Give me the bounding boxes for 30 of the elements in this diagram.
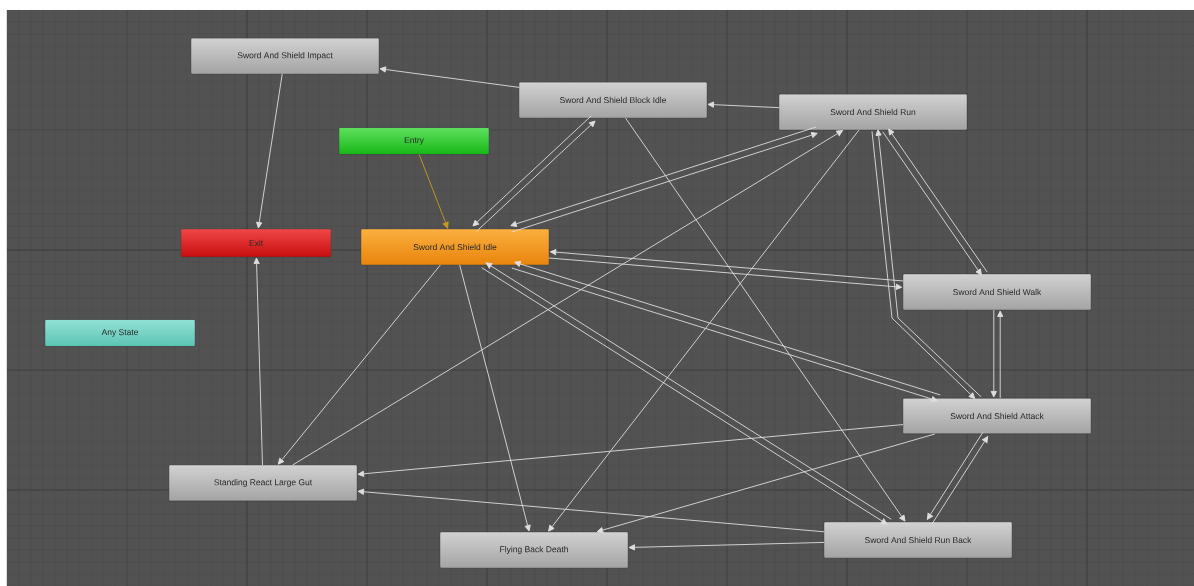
transition-arrow [357, 488, 825, 533]
transition-arrow [549, 249, 904, 282]
transition-arrow [628, 541, 825, 551]
transition-arrow [357, 424, 904, 477]
transition-arrow [548, 257, 903, 290]
transition-arrow [625, 117, 906, 522]
transition-arrow [997, 310, 1004, 399]
transition-arrow [379, 66, 520, 88]
entry-box: Entry [338, 127, 490, 155]
state-box: Sword And Shield Block Idle [518, 81, 708, 119]
state-box: Sword And Shield Attack [902, 397, 1092, 435]
state-box: Sword And Shield Walk [902, 273, 1092, 311]
transition-arrow [277, 264, 441, 465]
transition-arrow [459, 264, 531, 532]
state-box: Flying Back Death [439, 531, 629, 569]
transition-arrow [596, 433, 936, 534]
state-box: Sword And Shield Run [778, 93, 968, 131]
any-state-box: Any State [44, 319, 196, 347]
state-box: Sword And Shield Impact [190, 37, 380, 75]
state-box: Sword And Shield Run Back [823, 521, 1013, 559]
transition-arrow [292, 130, 843, 466]
transition-arrow [418, 154, 449, 229]
transition-arrow [253, 257, 263, 466]
transition-arrow [990, 309, 997, 398]
exit-box: Exit [180, 228, 332, 258]
state-box: Standing React Large Gut [168, 464, 358, 502]
transition-arrow [548, 129, 860, 532]
transition-arrow [256, 73, 283, 229]
state-box: Sword And Shield Idle [360, 228, 550, 266]
transition-arrow [707, 101, 780, 109]
